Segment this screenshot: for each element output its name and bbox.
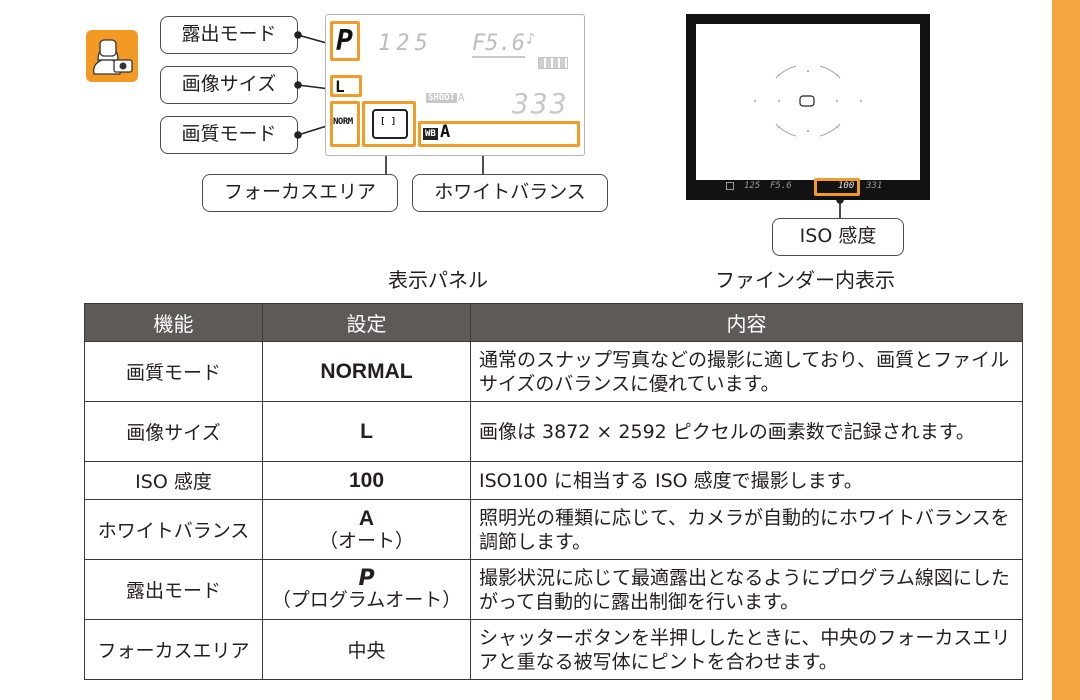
section-side-tab (1052, 0, 1080, 700)
auto-mode-icon (86, 30, 138, 82)
header-function: 機能 (84, 303, 263, 342)
row-content: シャッターボタンを半押ししたときに、中央のフォーカスエリアと重なる被写体にピント… (470, 619, 1023, 680)
viewfinder-display: 125 F5.6 100 331 (686, 14, 930, 200)
row-function: 画質モード (84, 341, 263, 402)
panel-caption: 表示パネル (388, 268, 488, 292)
lcd-quality: NORM (333, 117, 353, 127)
lcd-exposure-count: 333 (512, 87, 569, 120)
row-setting: NORMAL (262, 341, 471, 402)
lcd-wb-value: A (440, 122, 451, 142)
image-size-highlight (330, 75, 362, 97)
lcd-image-size: L (335, 77, 345, 96)
row-content: 通常のスナップ写真などの撮影に適しており、画質とファイルサイズのバランスに優れて… (470, 341, 1023, 402)
row-setting-value: A (358, 506, 375, 530)
vf-count: 331 (866, 181, 883, 191)
meter-icon (726, 182, 734, 190)
vf-aperture: F5.6 (770, 181, 792, 191)
lcd-shoot-label: SHOOT (426, 93, 458, 103)
table-row: 画質モード NORMAL 通常のスナップ写真などの撮影に適しており、画質とファイ… (84, 341, 1023, 402)
row-function: ISO 感度 (84, 461, 263, 500)
row-setting: 中央 (262, 619, 471, 680)
lcd-focus-area: [ ] (380, 117, 397, 127)
vf-iso: 100 (838, 181, 855, 191)
lcd-mode-p: P (336, 24, 353, 57)
table-row: フォーカスエリア 中央 シャッターボタンを半押ししたときに、中央のフォーカスエリ… (84, 619, 1023, 680)
row-content: 照明光の種類に応じて、カメラが自動的にホワイトバランスを調節します。 (470, 499, 1023, 560)
row-content: 撮影状況に応じて最適露出となるようにプログラム線図にしたがって自動的に露出制御を… (470, 559, 1023, 620)
iso-callout: ISO 感度 (772, 218, 904, 256)
row-setting: A （オート） (262, 499, 471, 560)
control-panel-lcd: P 125 F5.6 ♪ L SHOOT A 333 NORM [ ] WB A (325, 14, 585, 156)
row-setting-value: P (358, 565, 375, 591)
vf-shutter: 125 (744, 181, 761, 191)
lcd-shoot-mode: A (458, 91, 465, 104)
row-function: 画像サイズ (84, 401, 263, 462)
finder-caption: ファインダー内表示 (715, 268, 895, 292)
focus-area-callout: フォーカスエリア (202, 174, 398, 212)
focus-area-guides (754, 65, 862, 137)
focus-area-highlight (362, 101, 416, 147)
table-row: ホワイトバランス A （オート） 照明光の種類に応じて、カメラが自動的にホワイト… (84, 499, 1023, 560)
image-quality-callout: 画質モード (160, 116, 298, 154)
row-setting: 100 (262, 461, 471, 500)
table-row: ISO 感度 100 ISO100 に相当する ISO 感度で撮影します。 (84, 461, 1023, 500)
row-setting-value: NORMAL (320, 359, 413, 383)
lcd-shutter-speed: 125 (378, 31, 433, 56)
row-content: ISO100 に相当する ISO 感度で撮影します。 (470, 461, 1023, 500)
settings-table: 機能 設定 内容 画質モード NORMAL 通常のスナップ写真などの撮影に適して… (84, 303, 1023, 680)
row-setting-value: 100 (348, 468, 385, 492)
row-function: フォーカスエリア (84, 619, 263, 680)
row-setting-sub: （プログラムオート） (271, 588, 462, 611)
lcd-focus-bracket (372, 109, 408, 139)
lcd-aperture: F5.6 (472, 31, 525, 58)
white-balance-highlight (418, 121, 580, 147)
table-header-row: 機能 設定 内容 (84, 303, 1023, 342)
image-size-callout: 画像サイズ (160, 66, 298, 104)
row-function: 露出モード (84, 559, 263, 620)
row-content: 画像は 3872 × 2592 ピクセルの画素数で記録されます。 (470, 401, 1023, 462)
image-quality-highlight (330, 101, 360, 147)
row-setting-value: L (360, 419, 373, 443)
table-row: 露出モード P （プログラムオート） 撮影状況に応じて最適露出となるようにプログ… (84, 559, 1023, 620)
white-balance-callout: ホワイトバランス (412, 174, 608, 212)
iso-highlight (814, 178, 860, 196)
header-content: 内容 (470, 303, 1023, 342)
lcd-beep-icon: ♪ (526, 29, 536, 48)
table-row: 画像サイズ L 画像は 3872 × 2592 ピクセルの画素数で記録されます。 (84, 401, 1023, 462)
exposure-mode-callout: 露出モード (160, 16, 298, 54)
viewfinder-frame (696, 24, 920, 180)
header-setting: 設定 (262, 303, 471, 342)
row-setting: P （プログラムオート） (262, 559, 471, 620)
row-function: ホワイトバランス (84, 499, 263, 560)
row-setting-sub: （オート） (318, 529, 414, 552)
exposure-mode-highlight (330, 21, 360, 61)
row-setting: L (262, 401, 471, 462)
lcd-wb-badge: WB (423, 128, 438, 140)
battery-icon (538, 57, 568, 69)
